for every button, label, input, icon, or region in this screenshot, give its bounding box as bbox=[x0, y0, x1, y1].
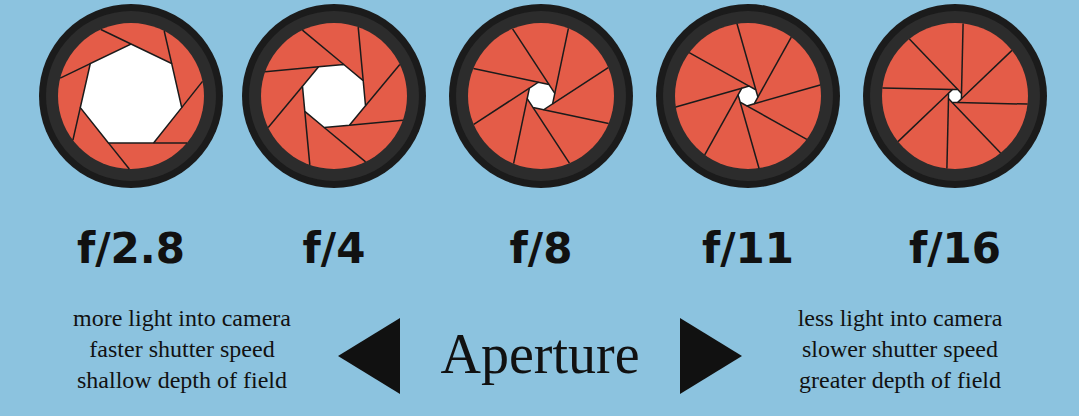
blade-edge bbox=[754, 85, 820, 104]
blade-edge bbox=[747, 106, 807, 139]
lens-ring bbox=[449, 4, 633, 188]
lens-ring-inner bbox=[46, 11, 216, 181]
effect-note: faster shutter speed bbox=[89, 337, 274, 361]
lens-ring bbox=[242, 4, 426, 188]
iris-blades bbox=[468, 23, 614, 169]
iris-blades bbox=[261, 23, 407, 169]
blade-edge bbox=[882, 88, 952, 90]
blade-edge bbox=[358, 27, 363, 81]
lens-ring bbox=[39, 4, 223, 188]
right-arrow bbox=[680, 318, 742, 394]
blade-edge bbox=[737, 24, 756, 90]
aperture-hole bbox=[527, 82, 555, 110]
lens-ring bbox=[863, 4, 1047, 188]
blade-edge bbox=[962, 23, 964, 93]
blade-edge bbox=[947, 99, 949, 169]
blade-edge bbox=[73, 108, 80, 141]
blade-edge bbox=[474, 88, 530, 124]
blade-edge bbox=[952, 102, 1000, 153]
axis-title: Aperture bbox=[440, 326, 639, 382]
blade-edge bbox=[758, 37, 791, 97]
blade-edge bbox=[961, 50, 1012, 98]
blade-edge bbox=[553, 68, 609, 104]
blade-edge bbox=[324, 128, 365, 162]
f-number: f/8 bbox=[510, 228, 573, 270]
blade-edge bbox=[164, 31, 172, 64]
aperture-hole bbox=[303, 65, 366, 128]
left-arrow bbox=[338, 318, 400, 394]
blade-edge bbox=[349, 120, 403, 125]
f-number: f/4 bbox=[303, 228, 366, 270]
blade-edge bbox=[544, 110, 609, 124]
aperture-hole bbox=[80, 44, 181, 143]
blade-edge bbox=[265, 67, 319, 72]
iris-blades bbox=[882, 23, 1028, 169]
lens-ring-inner bbox=[663, 11, 833, 181]
blade-edge bbox=[154, 142, 187, 144]
effect-note: shallow depth of field bbox=[77, 368, 287, 392]
blade-edge bbox=[555, 28, 569, 93]
blade-edge bbox=[268, 86, 302, 127]
lens-ring-inner bbox=[870, 11, 1040, 181]
blade-edge bbox=[101, 30, 131, 45]
blade-edge bbox=[60, 64, 90, 79]
iris-group bbox=[39, 4, 1047, 188]
blade-edge bbox=[705, 95, 738, 155]
iris-blades bbox=[675, 23, 821, 169]
blade-edge bbox=[513, 29, 549, 85]
blade-edge bbox=[533, 108, 569, 164]
blade-edge bbox=[182, 81, 203, 107]
f-number: f/2.8 bbox=[77, 228, 185, 270]
blade-edge bbox=[958, 103, 1028, 105]
blade-edge bbox=[689, 53, 749, 86]
blade-edge bbox=[740, 102, 759, 168]
effect-note: greater depth of field bbox=[799, 368, 1001, 392]
iris-blades bbox=[58, 23, 204, 169]
blade-edge bbox=[366, 64, 400, 105]
blade-edge bbox=[514, 99, 528, 164]
f-number: f/16 bbox=[909, 228, 1001, 270]
aperture-hole bbox=[949, 90, 962, 103]
lens-ring-inner bbox=[456, 11, 626, 181]
blade-edge bbox=[305, 111, 310, 164]
blade-edge bbox=[302, 30, 343, 64]
lens-ring bbox=[656, 4, 840, 188]
blade-edge bbox=[676, 88, 742, 107]
effect-note: less light into camera bbox=[798, 306, 1003, 330]
blade-edge bbox=[108, 143, 129, 169]
blade-edge bbox=[473, 69, 538, 83]
blade-edge bbox=[898, 93, 949, 141]
blade-edge bbox=[909, 39, 957, 90]
lens-ring-inner bbox=[249, 11, 419, 181]
f-number: f/11 bbox=[702, 228, 794, 270]
effect-note: slower shutter speed bbox=[802, 337, 998, 361]
effect-note: more light into camera bbox=[73, 306, 291, 330]
